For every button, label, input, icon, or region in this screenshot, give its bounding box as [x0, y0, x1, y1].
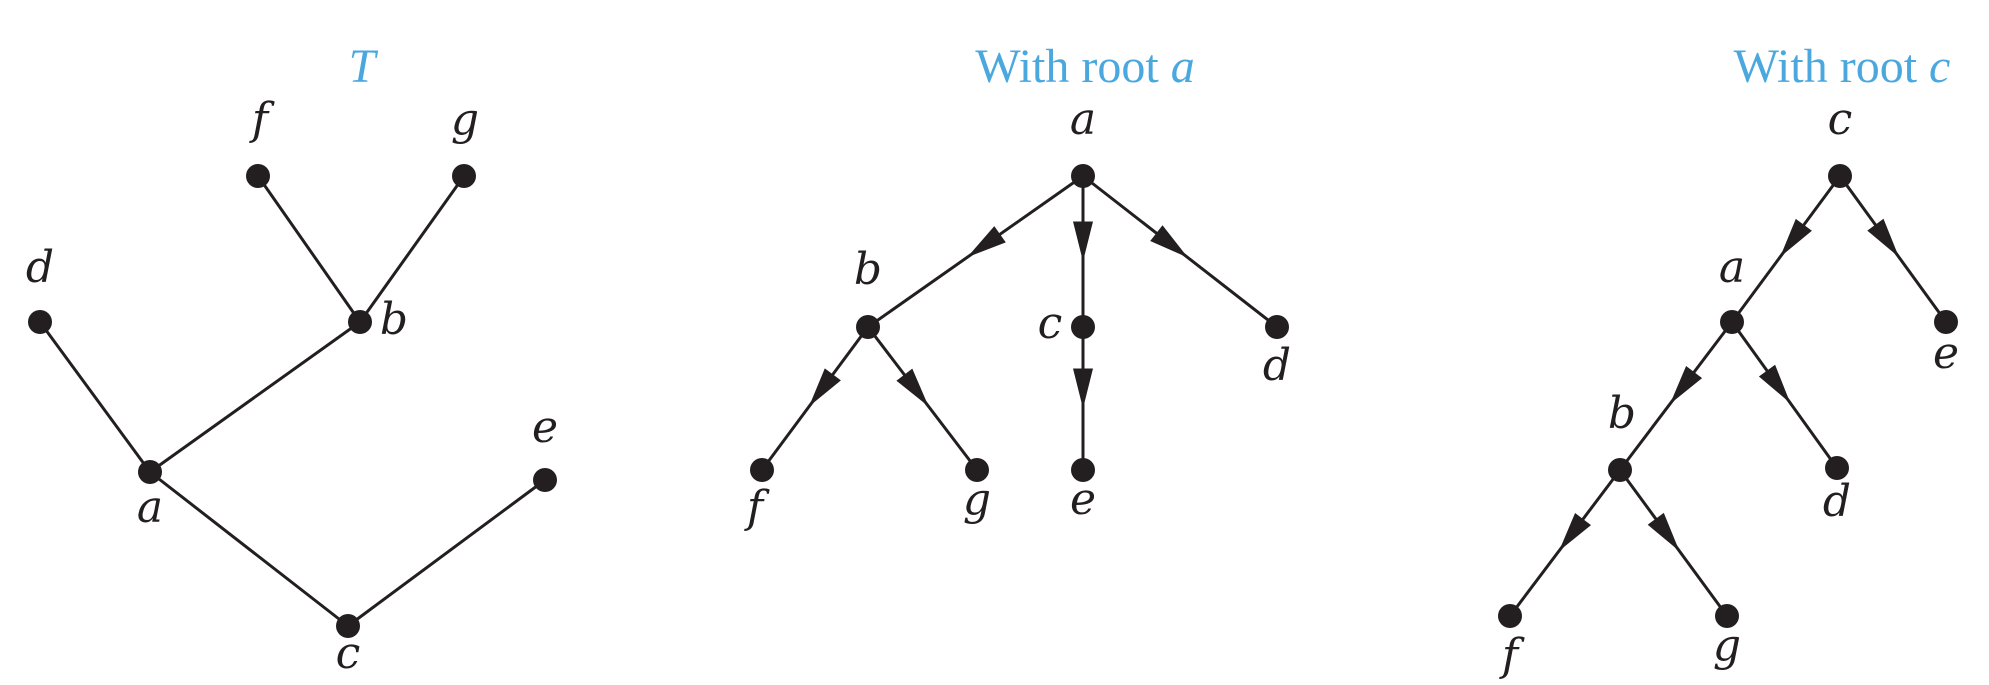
node-label-c: c	[1828, 94, 1853, 145]
arrowhead-b-f	[1559, 513, 1591, 551]
node-c	[336, 614, 360, 638]
node-b	[856, 315, 880, 339]
edge-d-a	[38, 321, 152, 473]
arrowhead-b-g	[1647, 512, 1680, 552]
node-label-c: c	[336, 628, 361, 679]
node-d	[1265, 315, 1289, 339]
node-b	[1608, 458, 1632, 482]
edge-g-b	[358, 175, 466, 323]
panel-with-root-c: With root c a b c d e f g	[1498, 40, 1959, 681]
node-g	[452, 164, 476, 188]
node-label-b: b	[1608, 388, 1636, 439]
node-label-a: a	[1719, 242, 1745, 293]
node-c	[1071, 315, 1095, 339]
node-g	[965, 458, 989, 482]
node-e	[1071, 458, 1095, 482]
arrowhead-a-d	[1150, 225, 1188, 258]
arrowhead-a-b	[967, 226, 1006, 258]
arrowhead-c-e	[1867, 218, 1899, 258]
arrowhead-b-f	[809, 368, 841, 407]
panel-title-root-a: With root a	[975, 40, 1194, 93]
node-label-a: a	[1070, 94, 1096, 145]
node-d	[28, 310, 52, 334]
node-d	[1825, 456, 1849, 480]
title-variable: a	[1171, 40, 1195, 93]
node-f	[750, 458, 774, 482]
node-f	[1498, 604, 1522, 628]
node-label-b: b	[380, 294, 408, 345]
edge-b-a	[149, 320, 361, 474]
node-label-d: d	[26, 242, 54, 293]
node-label-e: e	[1933, 328, 1959, 379]
node-label-b: b	[854, 244, 882, 295]
panel-with-root-a: With root a a b c d e f g	[744, 40, 1291, 533]
node-g	[1715, 604, 1739, 628]
panel-title-root-c: With root c	[1734, 40, 1951, 93]
arrowhead-a-c	[1073, 221, 1093, 262]
node-label-d: d	[1263, 340, 1291, 391]
title-prefix: With root	[975, 40, 1170, 93]
node-e	[533, 468, 557, 492]
node-label-e: e	[532, 402, 558, 453]
node-a	[138, 460, 162, 484]
title-variable: c	[1929, 40, 1950, 93]
node-label-g: g	[1713, 620, 1741, 671]
node-label-g: g	[451, 94, 479, 145]
arrowhead-a-d	[1758, 364, 1791, 404]
node-label-f: f	[249, 94, 275, 145]
node-label-e: e	[1070, 474, 1096, 525]
node-f	[246, 164, 270, 188]
node-label-f: f	[1499, 630, 1525, 681]
node-label-f: f	[744, 482, 770, 533]
node-a	[1071, 164, 1095, 188]
arrowhead-a-b	[1670, 366, 1703, 404]
arrowhead-c-a	[1780, 218, 1812, 257]
panel-title-T: T	[349, 40, 379, 93]
node-b	[348, 310, 372, 334]
node-a	[1720, 310, 1744, 334]
node-e	[1934, 310, 1958, 334]
node-label-c: c	[1038, 298, 1063, 349]
title-variable: T	[349, 40, 379, 93]
edge-e-c	[347, 478, 546, 628]
node-c	[1828, 164, 1852, 188]
node-label-d: d	[1823, 476, 1851, 527]
title-prefix: With root	[1734, 40, 1929, 93]
edge-a-c	[149, 470, 349, 628]
panel-T: T a b c d e f g	[26, 40, 558, 679]
arrowhead-c-e	[1073, 368, 1093, 409]
edge-f-b	[256, 175, 362, 323]
node-label-g: g	[963, 474, 991, 525]
arrowhead-b-g	[896, 368, 929, 407]
node-label-a: a	[137, 482, 163, 533]
